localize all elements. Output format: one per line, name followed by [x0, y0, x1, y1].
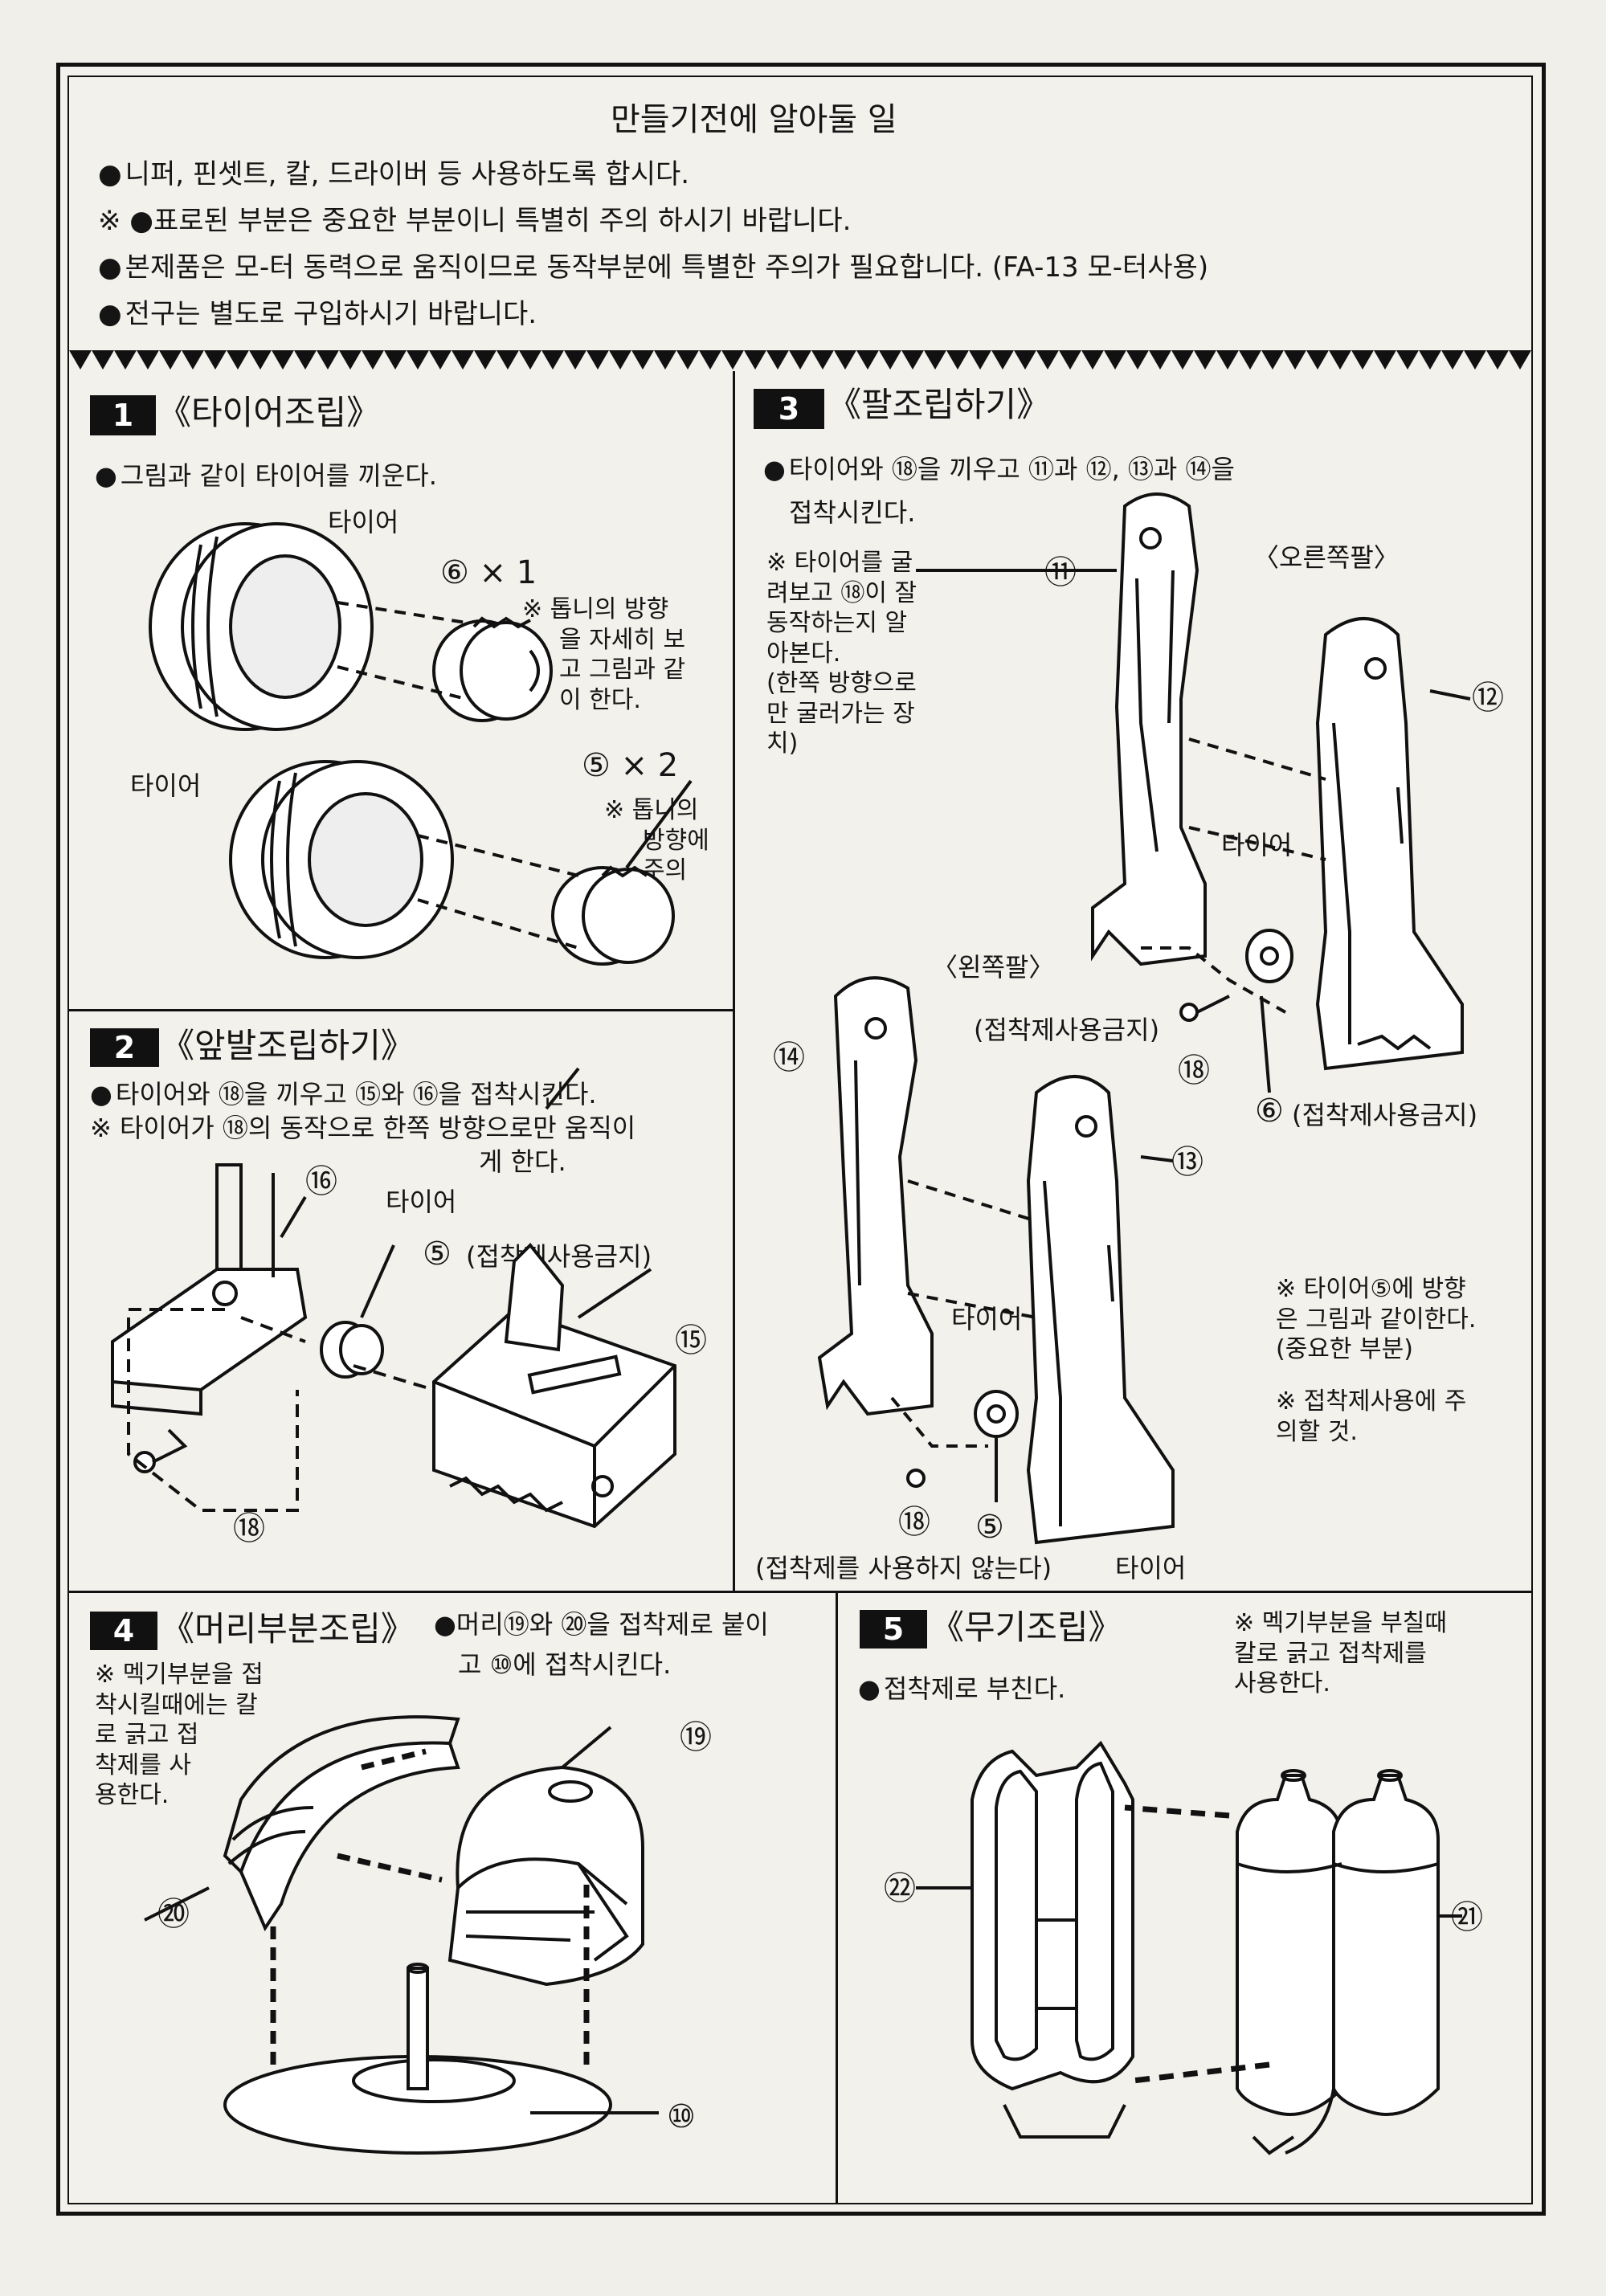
section-2-note-line1: ※ 타이어가 ⑱의 동작으로 한쪽 방향으로만 움직이 — [90, 1113, 636, 1143]
s3-label-no-glue-b: (접착제를 사용하지 않는다) — [755, 1553, 1052, 1583]
section-5-title: 《무기조립》 — [930, 1608, 1122, 1647]
s1-label-part5: ⑤ × 2 — [582, 747, 679, 784]
section-2-note-line2: 게 한다. — [479, 1146, 566, 1177]
section-3-instruction-line1: 타이어와 ⑱을 끼우고 ⑪과 ⑫, ⑬과 ⑭을 — [763, 455, 1235, 484]
s4-head-illustration — [144, 1715, 659, 2155]
s3-label-11: ⑪ — [1044, 554, 1077, 591]
divider-vertical-top — [733, 371, 735, 1592]
s3-label-no-glue-a: (접착제사용금지) — [974, 1015, 1160, 1045]
section-5-badge: 5 — [860, 1610, 927, 1648]
s3-label-6-note: (접착제사용금지) — [1292, 1100, 1478, 1130]
section-1-instruction: 그림과 같이 타이어를 끼운다. — [95, 461, 437, 491]
s2-label-15: ⑮ — [675, 1322, 707, 1359]
s5-label-22: ㉒ — [884, 1870, 916, 1907]
s3-note-2: ※ 타이어⑤에 방향 은 그림과 같이한다. (중요한 부분) — [1276, 1275, 1477, 1363]
s1-label-part6: ⑥ × 1 — [440, 554, 537, 591]
section-4-instruction-line2: 고 ⑩에 접착시킨다. — [458, 1649, 672, 1680]
inner-frame — [67, 76, 1533, 2204]
section-2-title: 《앞발조립하기》 — [161, 1026, 415, 1065]
section-4-instruction-line1: ●머리⑲와 ⑳을 접착제로 붙이 — [434, 1609, 769, 1640]
s3-note-3: ※ 접착제사용에 주 의할 것. — [1276, 1387, 1467, 1446]
s3-label-tire-c: 타이어 — [1115, 1553, 1187, 1583]
s2-label-5-note: (접착제사용금지) — [466, 1241, 652, 1272]
section-2-badge: 2 — [90, 1028, 159, 1067]
divider-vertical-bottom — [836, 1591, 838, 2204]
s5-note: ※ 멕기부분을 부칠때 칼로 긁고 접착제를 사용한다. — [1234, 1609, 1448, 1697]
s5-weapon-illustration — [916, 1740, 1462, 2155]
s4-label-10: ⑩ — [667, 2098, 696, 2135]
section-3-badge: 3 — [754, 389, 824, 429]
page-title: 만들기전에 알아둘 일 — [611, 101, 897, 138]
s2-front-leg-illustration — [111, 1163, 676, 1529]
s2-label-16: ⑯ — [305, 1163, 337, 1200]
header-bullet-4: 전구는 별도로 구입하시기 바랍니다. — [98, 298, 537, 330]
header-bullet-3: 본제품은 모-터 동력으로 움직이므로 동작부분에 특별한 주의가 필요합니다.… — [98, 251, 1208, 284]
section-1-badge: 1 — [90, 395, 156, 435]
s4-label-19: ⑲ — [680, 1719, 712, 1756]
section-3-title: 《팔조립하기》 — [828, 385, 1051, 424]
s1-note-2: ※ 톱니의 방향에 주의 — [604, 796, 709, 884]
zigzag-divider — [69, 347, 1531, 373]
s3-note: ※ 타이어를 굴 려보고 ⑱이 잘 동작하는지 알 아본다. (한쪽 방향으로 … — [766, 549, 917, 758]
s3-label-18a: ⑱ — [1178, 1052, 1210, 1089]
s3-label-left-arm: 〈왼쪽팔〉 — [932, 952, 1055, 983]
section-3-instruction-line2: 접착시킨다. — [789, 497, 916, 528]
s3-label-tire-a: 타이어 — [1221, 830, 1293, 860]
s1-label-tire-1: 타이어 — [328, 507, 399, 537]
s1-label-tire-2: 타이어 — [130, 770, 202, 801]
s1-note-1: ※ 톱니의 방향 을 자세히 보 고 그림과 같 이 한다. — [522, 595, 686, 714]
s2-label-18: ⑱ — [233, 1510, 265, 1547]
s3-label-13: ⑬ — [1171, 1144, 1203, 1181]
section-2-instruction: 타이어와 ⑱을 끼우고 ⑮와 ⑯을 접착시킨다. — [90, 1080, 597, 1109]
header-bullet-2: ※ ●표로된 부분은 중요한 부분이니 특별히 주의 하시기 바랍니다. — [98, 205, 852, 237]
s2-label-tire: 타이어 — [386, 1187, 457, 1217]
s1-tire-illustration — [149, 522, 693, 1110]
s4-label-20: ⑳ — [157, 1896, 190, 1933]
section-4-title: 《머리부분조립》 — [161, 1609, 415, 1648]
s3-label-5: ⑤ — [975, 1509, 1004, 1546]
s3-label-18b: ⑱ — [898, 1504, 930, 1541]
header-bullet-1: 니퍼, 핀셋트, 칼, 드라이버 등 사용하도록 합시다. — [98, 158, 689, 190]
s4-note: ※ 멕기부분을 접 착시킬때에는 칼 로 긁고 접 착제를 사 용한다. — [95, 1661, 264, 1809]
divider-s1-s2 — [69, 1009, 733, 1011]
s3-label-14: ⑭ — [773, 1040, 805, 1077]
divider-middle — [69, 1591, 1531, 1593]
s3-arm-illustration — [817, 492, 1471, 1545]
section-1-title: 《타이어조립》 — [157, 393, 381, 432]
s3-label-right-arm: 〈오른쪽팔〉 — [1253, 542, 1400, 573]
s3-label-6: ⑥ — [1255, 1093, 1284, 1130]
section-5-instruction: 접착제로 부친다. — [858, 1674, 1065, 1704]
s2-label-5: ⑤ — [423, 1236, 452, 1273]
s3-label-12: ⑫ — [1472, 680, 1504, 717]
section-4-badge: 4 — [90, 1612, 157, 1650]
